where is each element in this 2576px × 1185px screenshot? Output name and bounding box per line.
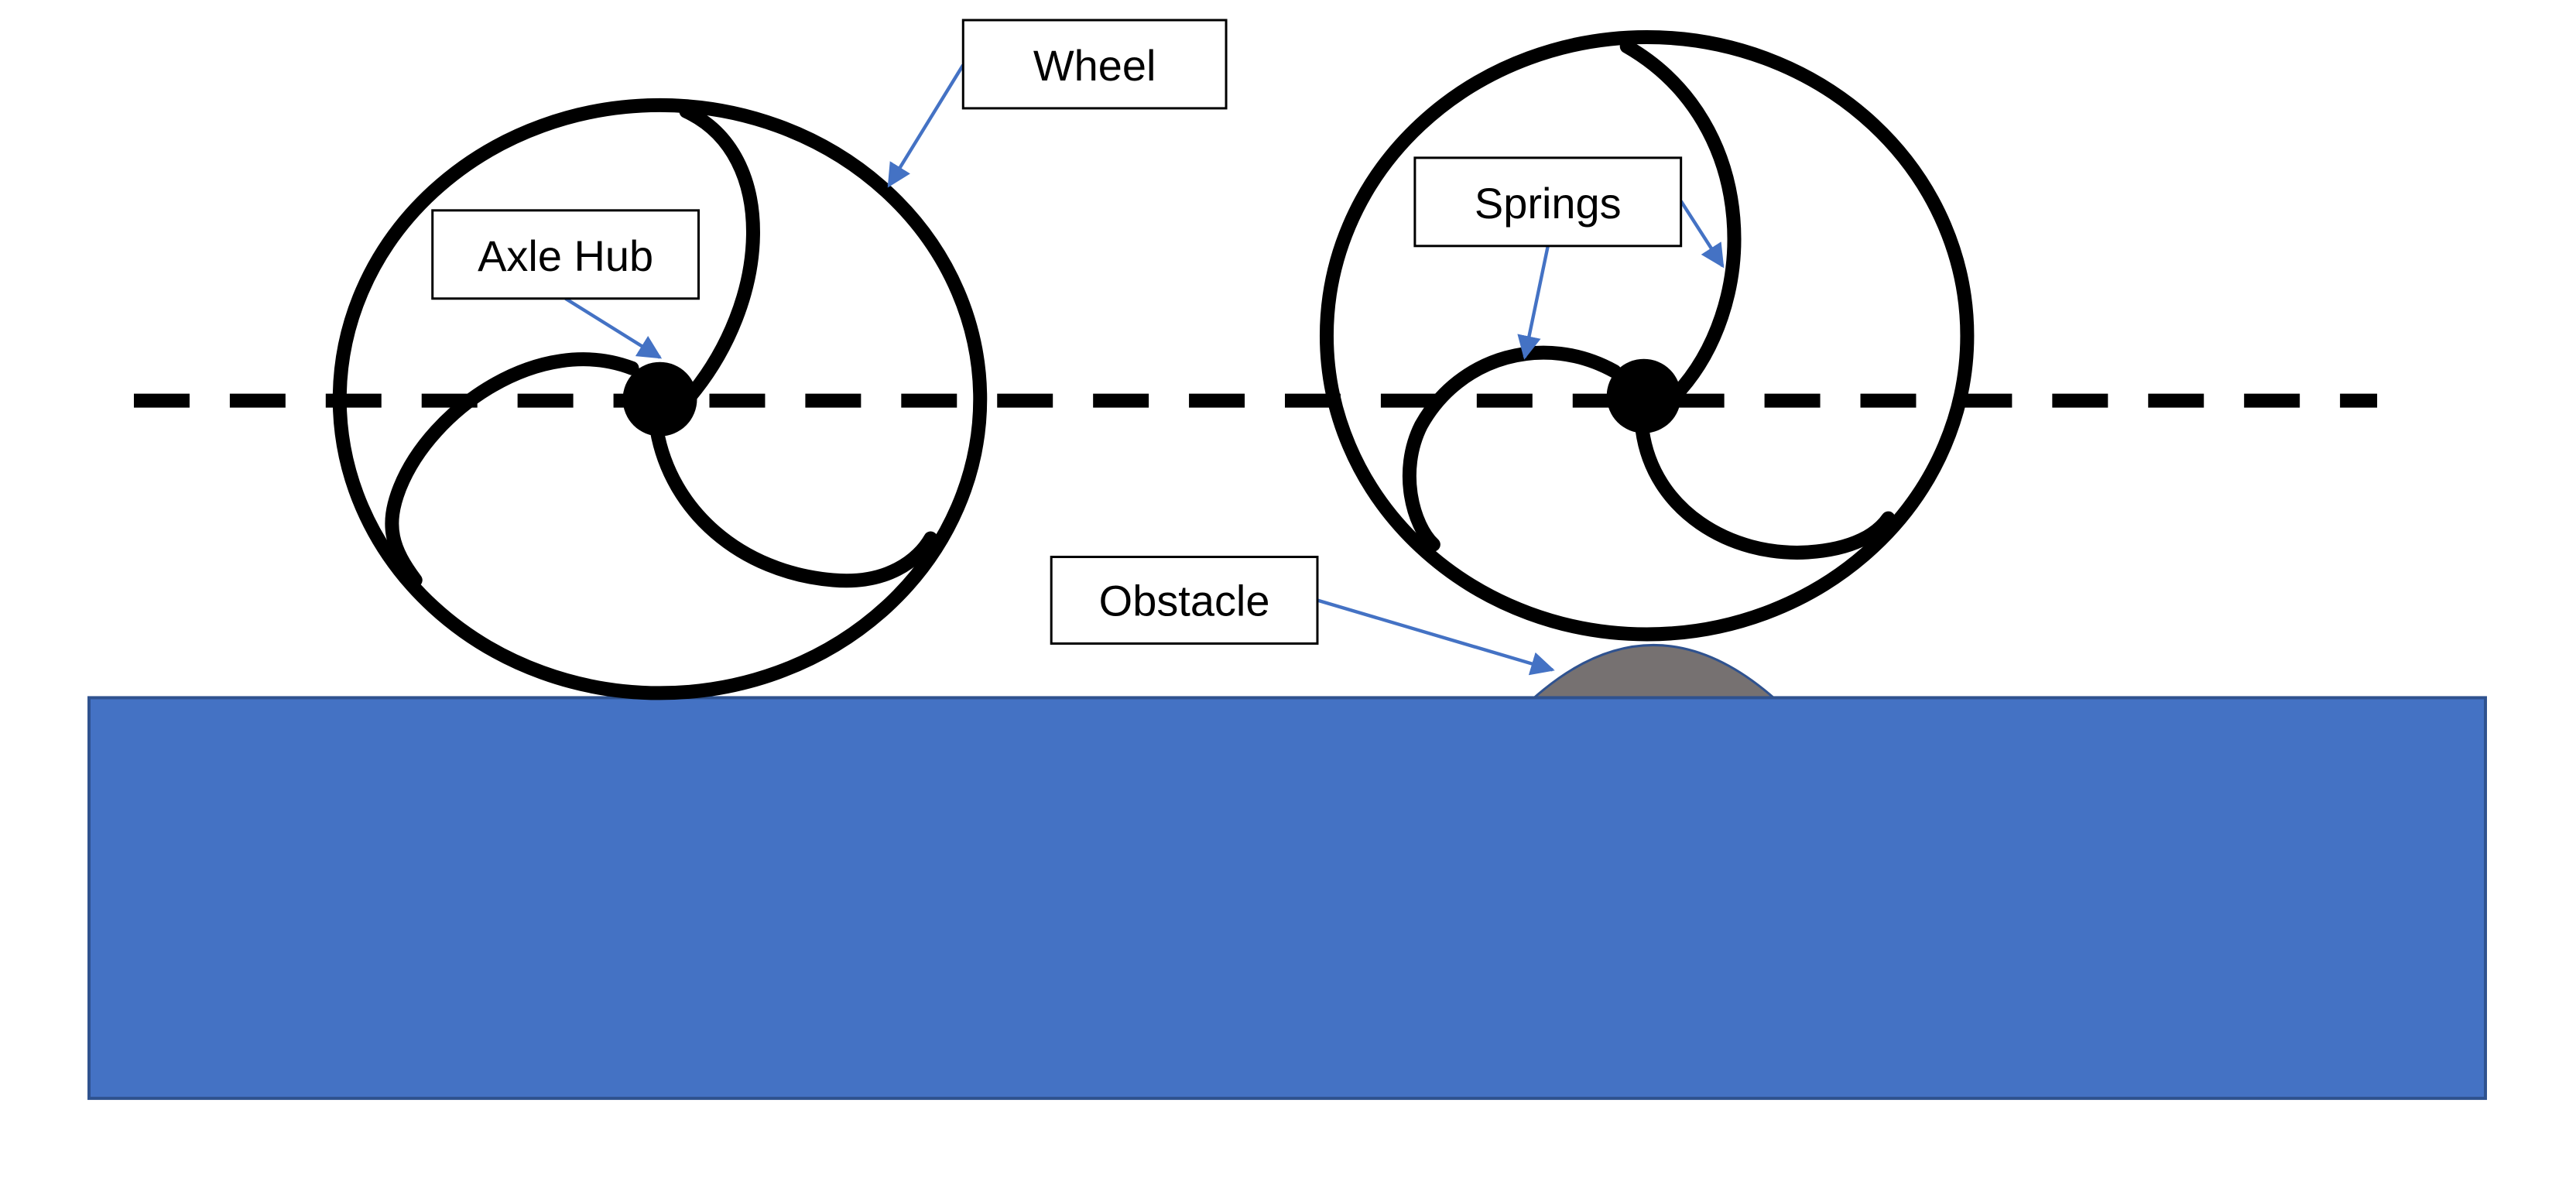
right-wheel-spring-left xyxy=(1402,345,1622,552)
label-axle-hub: Axle Hub xyxy=(431,209,700,300)
label-springs: Springs xyxy=(1413,156,1683,248)
label-wheel: Wheel xyxy=(961,19,1228,110)
springs-leader-arrow-right xyxy=(1679,200,1725,269)
label-obstacle-box xyxy=(1050,556,1319,645)
right-wheel-spring-top xyxy=(1619,39,1742,406)
left-wheel-spring-left xyxy=(385,352,639,587)
label-springs-text: Springs xyxy=(1475,179,1622,228)
left-wheel-spring-top xyxy=(679,104,760,406)
left-wheel-spring-right xyxy=(649,423,938,588)
ground-block xyxy=(87,696,2487,1101)
label-obstacle-text: Obstacle xyxy=(1099,576,1270,625)
label-obstacle: Obstacle xyxy=(1050,556,1319,645)
leader-arrows xyxy=(564,63,1725,676)
springs-leader-arrow-left xyxy=(1517,245,1550,360)
label-axle-hub-text: Axle Hub xyxy=(478,231,653,280)
right-wheel-rim xyxy=(1319,29,1975,642)
right-wheel xyxy=(1319,29,1975,642)
obstacle-shape xyxy=(1529,643,1779,700)
right-axle-hub xyxy=(1606,358,1681,433)
wheel-leader-arrow xyxy=(887,63,965,188)
label-wheel-box xyxy=(961,19,1228,110)
label-wheel-text: Wheel xyxy=(1033,41,1156,90)
obstacle-leader-arrow xyxy=(1317,598,1555,676)
label-axle-hub-box xyxy=(431,209,700,300)
label-springs-box xyxy=(1413,156,1683,248)
right-wheel-spring-right xyxy=(1635,423,1896,560)
axle-hub-leader-arrow xyxy=(564,296,663,359)
